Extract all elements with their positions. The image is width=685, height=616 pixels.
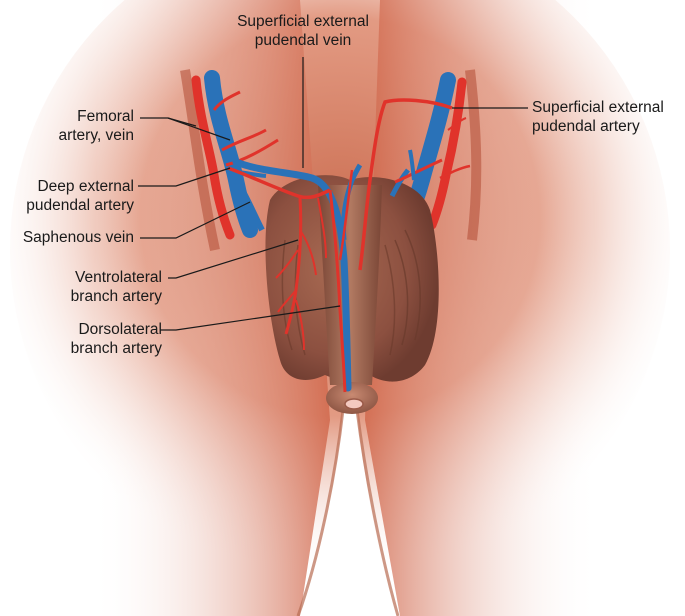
superficial-vein-right-branch [340, 163, 363, 241]
label-superficial-external-pudendal-artery: Superficial external pudendal artery [532, 98, 682, 136]
label-line: pudendal vein [254, 32, 352, 49]
scrotum-fold-4 [281, 239, 293, 351]
femoral-artery-left [191, 75, 235, 240]
outer-thigh-left [180, 69, 220, 252]
label-line: Superficial external [532, 99, 664, 116]
label-superficial-external-pudendal-vein: Superficial external pudendal vein [218, 12, 388, 50]
superficial-artery-branch-3 [447, 117, 467, 131]
leader-ventrolateral [168, 239, 299, 279]
dorsolateral-artery [328, 189, 347, 393]
scrotum-fold-3 [384, 244, 396, 356]
leader-deep-external [138, 167, 231, 187]
ventrolateral-sub-1 [275, 249, 299, 279]
label-line: artery, vein [58, 127, 134, 144]
left-branch-1 [212, 90, 241, 111]
scrotum-fold-2 [394, 239, 409, 346]
label-dorsolateral-branch-artery: Dorsolateral branch artery [0, 320, 162, 358]
left-thigh [90, 0, 330, 616]
label-line: branch artery [70, 340, 162, 357]
leader-dorsolateral [160, 305, 341, 331]
thigh-edge-left [296, 409, 345, 616]
label-line: Ventrolateral [74, 269, 162, 286]
leader-lines [138, 57, 528, 331]
thigh-edge-right [355, 409, 400, 616]
meatus [344, 398, 364, 410]
dorsolateral-upper [338, 169, 354, 261]
label-line: pudendal artery [532, 118, 640, 135]
label-line: Deep external [37, 178, 134, 195]
scrotum-fold-1 [404, 229, 421, 341]
superficial-pudendal-artery [358, 98, 453, 271]
superficial-artery-branch-2 [439, 164, 471, 180]
label-deep-external-pudendal-artery: Deep external pudendal artery [0, 177, 134, 215]
label-line: branch artery [70, 288, 162, 305]
ventrolateral-sub-2 [277, 289, 297, 313]
label-saphenous-vein: Saphenous vein [0, 228, 134, 247]
label-line: Dorsolateral [78, 321, 162, 338]
ventrolateral-sub-4 [295, 299, 305, 351]
deep-pudendal-artery [227, 166, 331, 200]
ventrolateral-sub-5 [317, 197, 327, 259]
label-line: Superficial external [237, 13, 369, 30]
leg-gap [300, 410, 395, 616]
leader-saphenous [140, 201, 251, 239]
label-line: pudendal artery [26, 197, 134, 214]
glans [326, 382, 378, 414]
superficial-vein-right-limb [389, 168, 410, 198]
label-femoral-artery-vein: Femoral artery, vein [0, 107, 134, 145]
left-branch-2 [221, 128, 267, 152]
outer-thigh-right [465, 69, 482, 241]
label-line: Femoral [77, 108, 134, 125]
superficial-pudendal-vein [232, 158, 352, 392]
label-line: Saphenous vein [22, 229, 134, 246]
leader-femoral-vein [167, 117, 231, 141]
label-ventrolateral-branch-artery: Ventrolateral branch artery [0, 268, 162, 306]
left-branch-3 [225, 138, 279, 167]
ventrolateral-sub-3 [299, 229, 317, 276]
superficial-artery-branch-4 [408, 149, 416, 181]
ventrolateral-branch [284, 197, 303, 335]
